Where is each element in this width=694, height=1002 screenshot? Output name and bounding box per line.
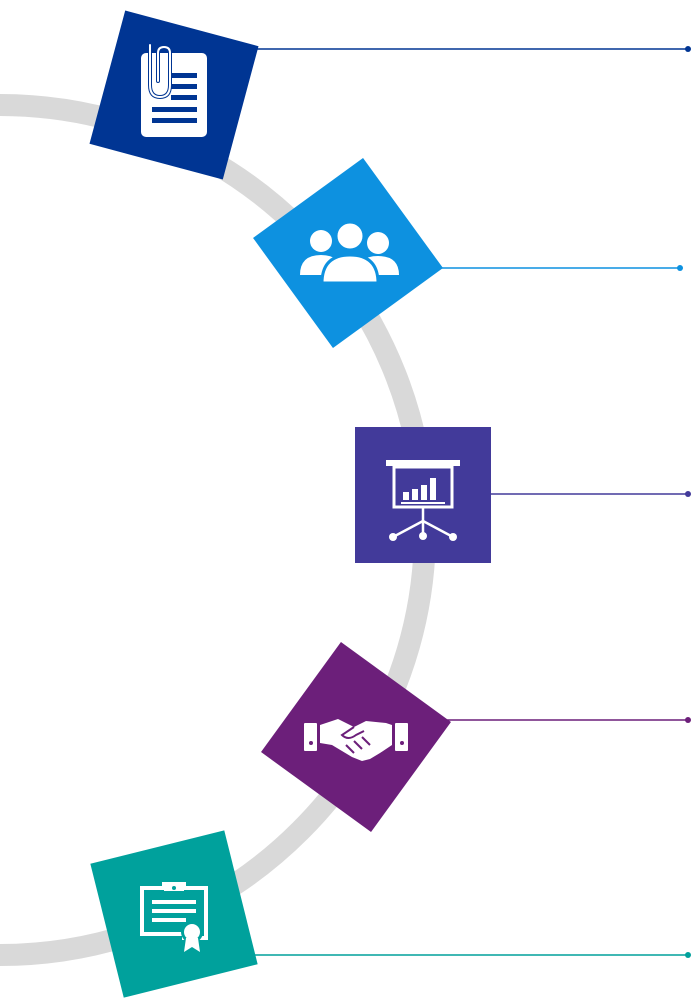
- connector-dot-document: [685, 46, 691, 52]
- tile-certificate: [90, 830, 258, 998]
- step-document: [89, 10, 259, 180]
- connector-dot-agreement: [685, 717, 691, 723]
- step-team: [253, 158, 443, 348]
- connector-dot-team: [677, 265, 683, 271]
- presentation-board-icon: [386, 460, 460, 541]
- step-presentation: [355, 427, 491, 563]
- connector-lines: [255, 46, 691, 958]
- step-agreement: [261, 642, 451, 832]
- people-group-icon: [300, 220, 399, 285]
- connector-dot-certificate: [685, 952, 691, 958]
- clipped-document-icon: [141, 43, 207, 137]
- certificate-icon: [140, 882, 208, 952]
- connector-dot-presentation: [685, 491, 691, 497]
- handshake-icon: [304, 719, 408, 761]
- tile-team: [253, 158, 443, 348]
- step-certificate: [90, 830, 258, 998]
